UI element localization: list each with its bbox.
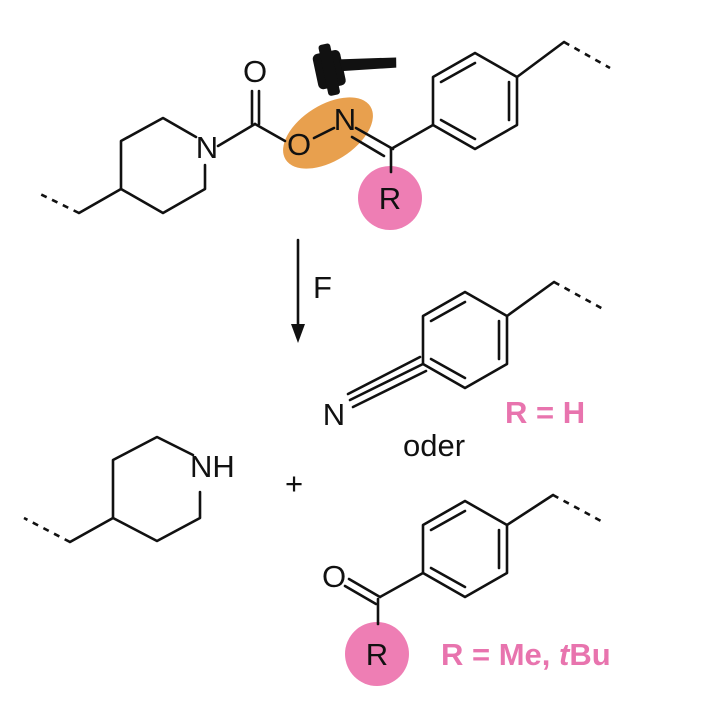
amine-product: NH bbox=[23, 435, 235, 544]
cn-double-bond-b bbox=[350, 135, 386, 158]
dashed-attachment-right bbox=[563, 40, 611, 70]
nitrile-inner-3 bbox=[429, 357, 467, 380]
r-group-highlight bbox=[358, 166, 422, 230]
reaction-arrow: F bbox=[291, 238, 332, 343]
ketone-oxygen-label: O bbox=[322, 559, 346, 594]
dashed-attachment-left bbox=[35, 190, 80, 215]
nitrile-nitrogen-label: N bbox=[323, 397, 345, 432]
ketone-r-label: R bbox=[366, 637, 388, 672]
amine-dashed-attachment bbox=[23, 516, 71, 544]
arrow-head bbox=[291, 324, 305, 343]
gavel-icon bbox=[312, 43, 397, 96]
nitrile-product: N bbox=[323, 280, 604, 432]
condition-me-prefix: R = Me, bbox=[441, 637, 559, 672]
piperidine-ring-bonds bbox=[119, 116, 207, 215]
nitrile-inner-1 bbox=[429, 300, 467, 323]
ketone-dashed-attachment bbox=[552, 493, 602, 523]
condition-bu: Bu bbox=[569, 637, 610, 672]
nitrile-dashed-attachment bbox=[553, 280, 604, 311]
arrow-label: F bbox=[313, 270, 332, 305]
plus-sign: + bbox=[285, 466, 303, 501]
ketone-ch2-bond bbox=[505, 493, 555, 527]
ketone-double-bond-a bbox=[347, 577, 382, 599]
nitrile-triple-bond-1 bbox=[348, 362, 425, 402]
ketone-inner-3 bbox=[429, 566, 467, 589]
ketone-benzene-outer bbox=[421, 499, 509, 599]
oxime-bond-highlight bbox=[283, 97, 373, 169]
condition-r-equals-h: R = H bbox=[505, 395, 585, 430]
ring-ch2-bond bbox=[77, 187, 123, 215]
ketone-double-bond-b bbox=[343, 584, 378, 606]
cn-double-bond-a bbox=[354, 126, 395, 151]
ketone-inner-1 bbox=[429, 509, 467, 532]
benzene-ring-outer bbox=[431, 51, 519, 151]
oxime-nitrogen-label: N bbox=[334, 102, 356, 137]
o-n-bond bbox=[312, 126, 336, 140]
carbonyl-o-bond bbox=[253, 122, 287, 143]
condition-r-equals-me-tbu: R = Me, tBu bbox=[441, 637, 611, 672]
amine-ring-bonds bbox=[111, 435, 202, 543]
nitrile-triple-bond-3 bbox=[351, 369, 428, 409]
benzene-inner-1 bbox=[439, 61, 477, 84]
benzene-inner-3 bbox=[439, 118, 477, 141]
n-carbonyl-bond bbox=[216, 122, 257, 148]
carbonyl-oxygen-label: O bbox=[243, 54, 267, 89]
r-substituent-label: R bbox=[379, 181, 401, 216]
oxime-oxygen-label: O bbox=[287, 127, 311, 162]
condition-t-italic: t bbox=[559, 637, 571, 672]
amine-nh-label: NH bbox=[190, 449, 235, 484]
amine-ch2-bond bbox=[68, 516, 115, 544]
ketone-product: O R bbox=[322, 493, 602, 686]
c-aryl-bond bbox=[389, 123, 435, 151]
piperidine-nitrogen-label: N bbox=[196, 130, 218, 165]
aryl-ch2-bond bbox=[515, 40, 566, 79]
reactant-molecule: O N O N R bbox=[35, 40, 611, 230]
ketone-aryl-bond bbox=[378, 571, 425, 599]
ketone-r-highlight bbox=[345, 622, 409, 686]
nitrile-benzene-outer bbox=[421, 290, 509, 390]
nitrile-ch2-bond bbox=[505, 280, 556, 318]
or-word: oder bbox=[403, 428, 465, 463]
nitrile-triple-bond-2 bbox=[346, 355, 422, 396]
